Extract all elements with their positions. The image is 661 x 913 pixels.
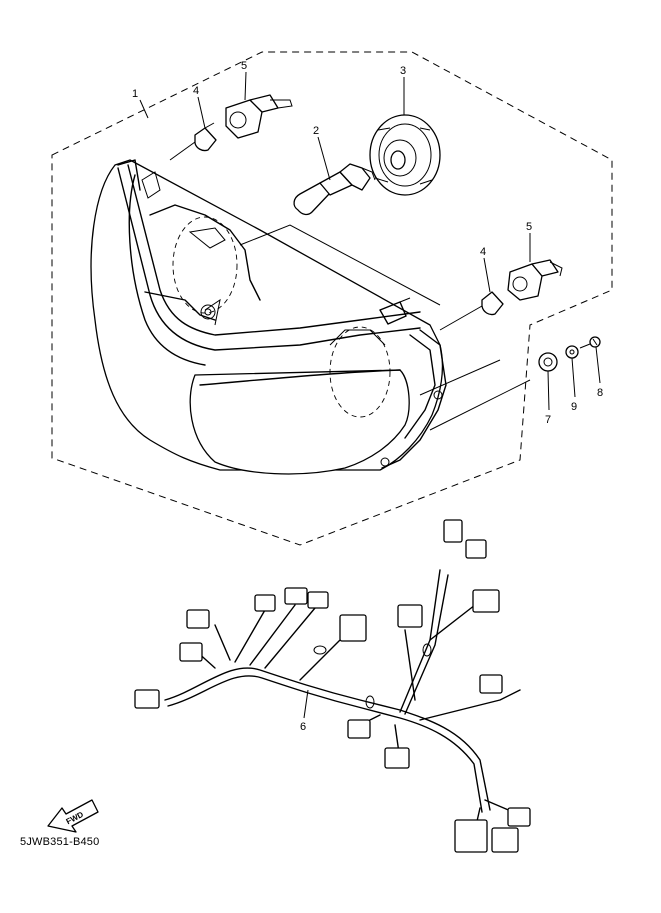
callout-3: 3	[400, 65, 406, 77]
bulb-2-halogen	[293, 163, 376, 216]
callout-5-upper: 5	[241, 60, 247, 72]
callout-4-lower: 4	[480, 246, 486, 258]
callout-6: 6	[300, 721, 306, 733]
bulb-4-upper	[169, 122, 217, 161]
callout-4-upper: 4	[193, 85, 199, 97]
assembly-boundary	[51, 51, 613, 546]
socket-5-upper	[225, 94, 293, 139]
callout-1: 1	[132, 88, 138, 100]
callout-leaders	[139, 71, 601, 719]
diagram-code: 5JWB351-B450	[20, 836, 100, 848]
washer-9	[565, 345, 579, 359]
headlight-assembly	[90, 159, 531, 475]
reflector-cover-3	[369, 114, 441, 196]
bulb-4-lower	[439, 291, 504, 331]
callout-5-lower: 5	[526, 221, 532, 233]
screw-8	[579, 336, 601, 349]
callout-8: 8	[597, 387, 603, 399]
callout-9: 9	[571, 401, 577, 413]
grommet-7	[538, 352, 558, 372]
fwd-arrow-icon: FWD	[47, 799, 99, 833]
socket-5-lower	[507, 259, 563, 301]
callout-7: 7	[545, 414, 551, 426]
wire-harness-6	[134, 519, 531, 853]
callout-2: 2	[313, 125, 319, 137]
